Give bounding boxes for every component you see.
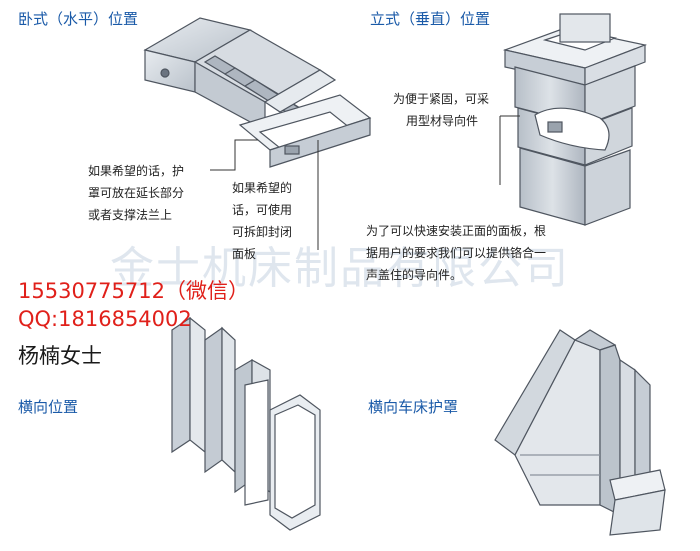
note-detachable-line: 可拆卸封闭 <box>232 225 293 239</box>
note-fixing-line: 用型材导向件 <box>406 114 479 128</box>
note-guide: 为了可以快速安装正面的面板，根 据用户的要求我们可以提供铬合一 声盖住的导向件。 <box>366 220 546 286</box>
title-lathe: 横向车床护罩 <box>368 398 459 416</box>
contact-name: 杨楠女士 <box>18 344 102 368</box>
note-detachable-line: 如果希望的 <box>232 181 293 195</box>
note-fixing: 为便于紧固，可采 用型材导向件 <box>393 88 489 132</box>
note-guide-line: 据用户的要求我们可以提供铬合一 <box>366 246 547 260</box>
leader-lines <box>210 115 520 250</box>
note-support-line: 或者支撑法兰上 <box>88 208 173 222</box>
note-support: 如果希望的话，护 罩可放在延长部分 或者支撑法兰上 <box>88 160 184 226</box>
title-lateral: 横向位置 <box>18 398 79 416</box>
contact-qq: QQ:1816854002 <box>18 307 192 331</box>
vertical-cover-figure <box>502 13 648 226</box>
note-support-line: 罩可放在延长部分 <box>88 186 185 200</box>
note-support-line: 如果希望的话，护 <box>88 164 185 178</box>
note-guide-line: 声盖住的导向件。 <box>366 268 463 282</box>
title-horizontal: 卧式（水平）位置 <box>18 10 139 28</box>
watermark-text: 金士机床制品有限公司 <box>110 243 570 294</box>
contact-phone: 15530775712（微信） <box>18 279 249 303</box>
title-vertical: 立式（垂直）位置 <box>370 10 491 28</box>
horizontal-cover-figure <box>143 17 372 168</box>
note-fixing-line: 为便于紧固，可采 <box>393 92 490 106</box>
note-guide-line: 为了可以快速安装正面的面板，根 <box>366 224 547 238</box>
note-detachable: 如果希望的 话，可使用 可拆卸封闭 面板 <box>232 177 292 265</box>
lathe-cover-figure <box>494 329 666 536</box>
note-detachable-line: 面板 <box>232 247 257 261</box>
lateral-cover-figure <box>171 316 321 531</box>
note-detachable-line: 话，可使用 <box>232 203 293 217</box>
